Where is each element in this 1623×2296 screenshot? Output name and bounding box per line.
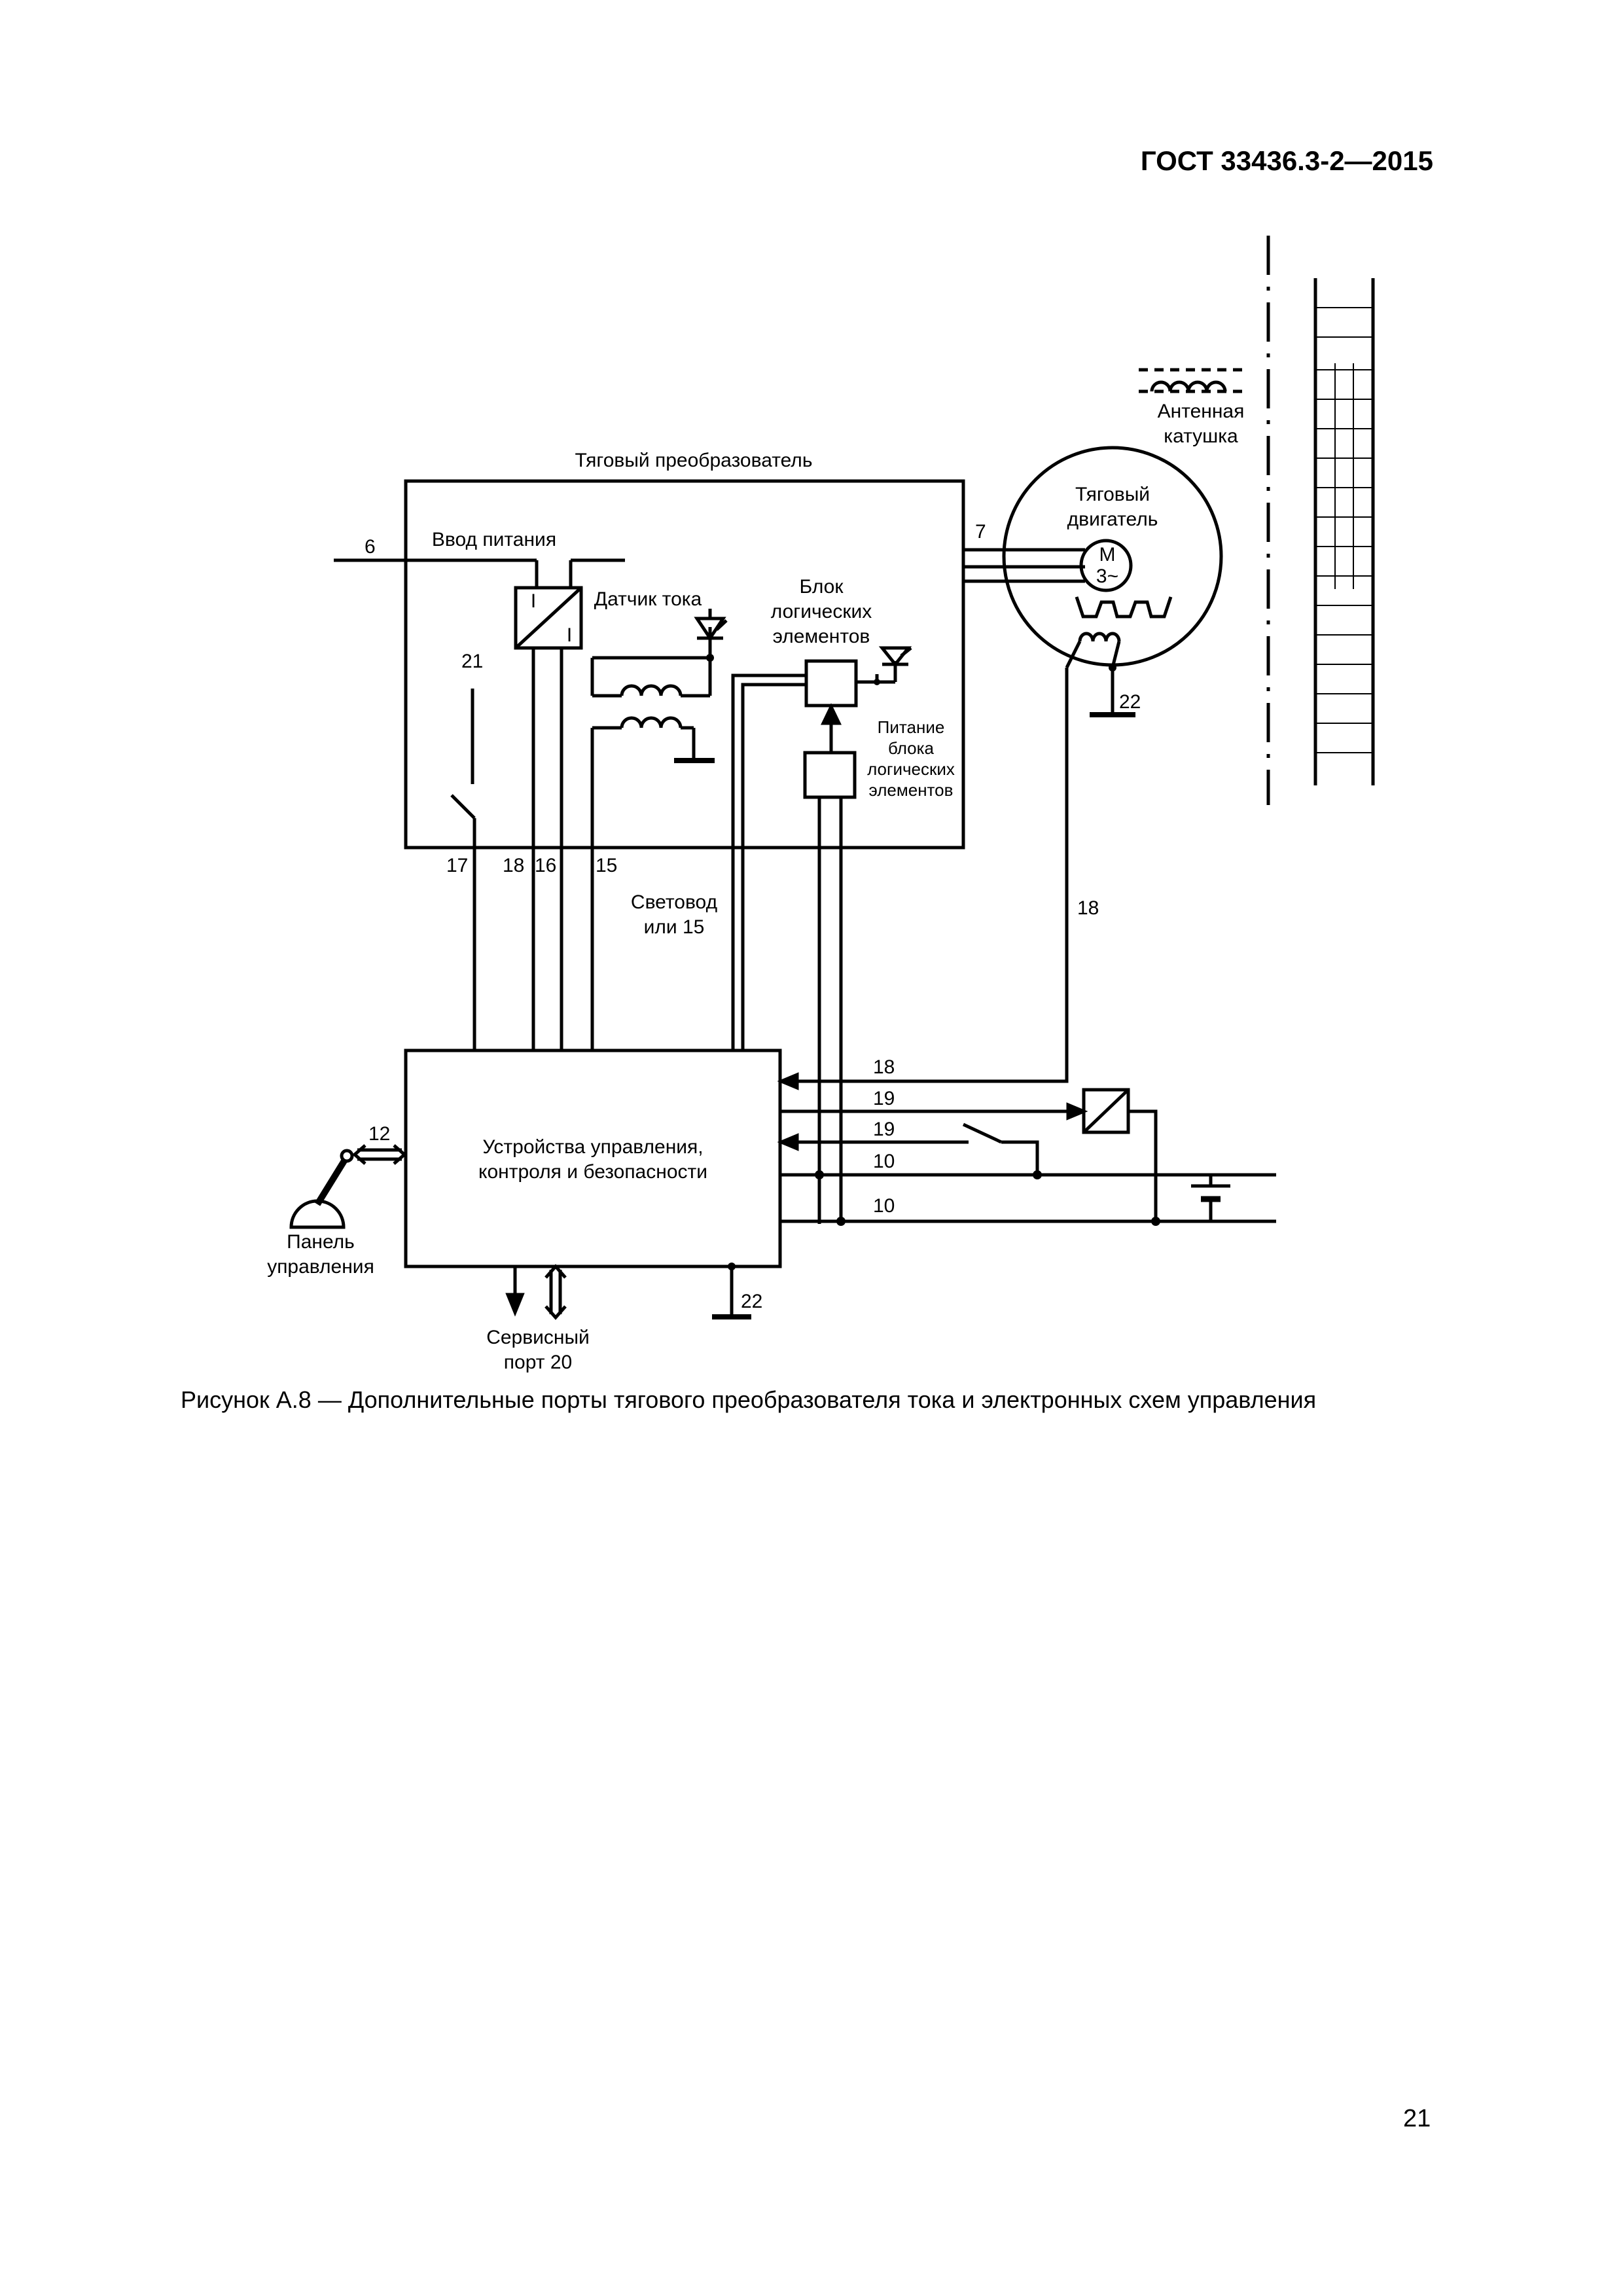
- antenna-label-2: катушка: [1164, 425, 1238, 447]
- control-unit-label-1: Устройства управления,: [482, 1136, 703, 1158]
- feed-10-a: 10: [873, 1151, 895, 1172]
- logic-block-label-2: логических: [771, 601, 872, 622]
- service-port-label-2: порт 20: [504, 1352, 572, 1373]
- motor-symbol: [1079, 539, 1133, 592]
- logic-power-label-4: элементов: [869, 780, 954, 800]
- switch-19: [962, 1122, 1003, 1144]
- antenna-label-1: Антенная: [1158, 401, 1245, 422]
- port-12: 12: [368, 1123, 390, 1145]
- switch-21: [450, 794, 476, 819]
- document-header: ГОСТ 33436.3-2—2015: [1140, 145, 1433, 176]
- port-22-motor: 22: [1119, 691, 1141, 713]
- logic-power-block: [803, 751, 857, 799]
- traction-converter-box: [404, 479, 965, 850]
- encoder-gear: [1075, 596, 1173, 619]
- motor-label-1: Тяговый: [1075, 484, 1150, 505]
- panel-label-2: управления: [267, 1256, 374, 1278]
- converter-title: Тяговый преобразователь: [575, 450, 813, 471]
- logic-power-label-3: логических: [867, 759, 955, 779]
- isolating-converter: [514, 586, 583, 650]
- fiber-label-2: или 15: [644, 916, 705, 938]
- panel-label-1: Панель: [287, 1231, 355, 1253]
- feed-18: 18: [873, 1056, 895, 1078]
- port-18-motor: 18: [1077, 897, 1099, 919]
- port-17: 17: [446, 855, 468, 876]
- motor-symbol-m: M: [1099, 544, 1116, 565]
- feed-10-b: 10: [873, 1195, 895, 1217]
- feed-19-in: 19: [873, 1119, 895, 1140]
- logic-block-label-3: элементов: [773, 626, 870, 647]
- control-unit-label-2: контроля и безопасности: [478, 1161, 707, 1183]
- iso-symbol-in: I: [531, 590, 536, 612]
- page-number: 21: [1403, 2105, 1431, 2132]
- figure-caption: Рисунок А.8 — Дополнительные порты тягов…: [181, 1386, 1317, 1413]
- sensor-coil-upper: [620, 684, 683, 696]
- sensor-coil-lower: [620, 716, 683, 728]
- current-sensor-label: Датчик тока: [594, 588, 702, 610]
- port-18-top: 18: [503, 855, 524, 876]
- motor-symbol-phase: 3~: [1096, 565, 1118, 587]
- antenna-coil: [1150, 380, 1227, 392]
- service-port-label-1: Сервисный: [486, 1327, 590, 1348]
- port-6: 6: [365, 536, 376, 558]
- port-21: 21: [461, 651, 483, 672]
- logic-power-label-1: Питание: [878, 717, 945, 737]
- port-16: 16: [535, 855, 556, 876]
- feed-19-out: 19: [873, 1088, 895, 1109]
- control-unit-box: [404, 1049, 782, 1268]
- fiber-label-1: Световод: [631, 891, 717, 913]
- power-input-label: Ввод питания: [432, 529, 556, 550]
- logic-block: [804, 659, 858, 708]
- logic-power-label-2: блока: [888, 738, 935, 758]
- port-22-control: 22: [741, 1291, 762, 1312]
- iso-symbol-out: I: [567, 624, 572, 646]
- control-panel-lever: [289, 1199, 346, 1229]
- motor-label-2: двигатель: [1067, 509, 1158, 530]
- port-15: 15: [596, 855, 617, 876]
- logic-block-label-1: Блок: [799, 576, 844, 598]
- port-7: 7: [975, 521, 986, 543]
